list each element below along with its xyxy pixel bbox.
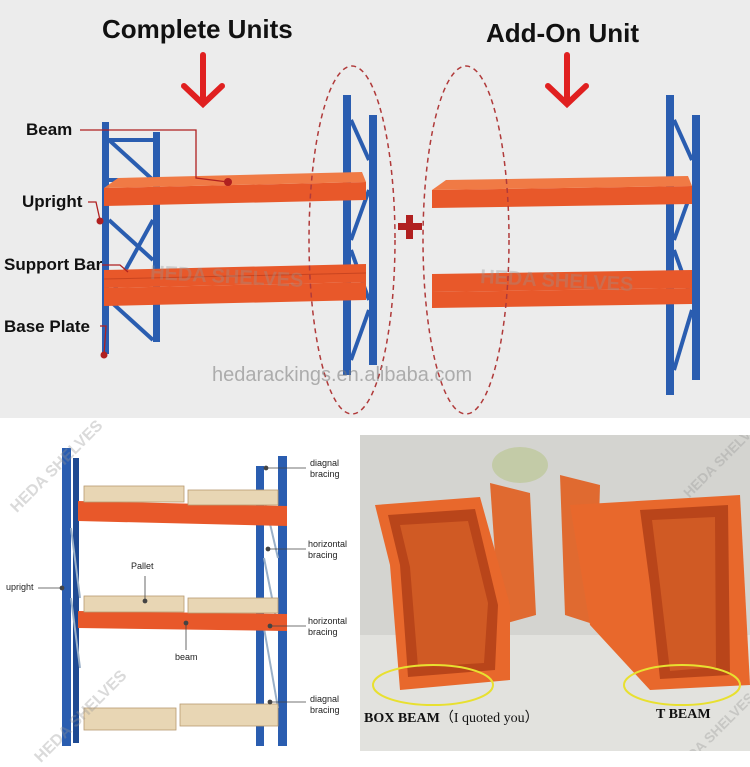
pallet-stack [83,485,279,731]
box-beam-caption: BOX BEAM（I quoted you） [364,707,539,727]
box-beam-highlight-oval [372,664,494,706]
pallet-label: Pallet [131,561,154,571]
support-bar-label: Support Bar [4,255,103,274]
complete-units-title: Complete Units [102,14,293,44]
beam-comparison-photo: BOX BEAM（I quoted you） T BEAM HEDA SHELV… [360,435,750,751]
box-beam-profile [375,483,536,690]
addon-beams [432,176,692,308]
website-watermark: hedarackings.en.alibaba.com [212,364,473,386]
upright-label: Upright [22,192,83,211]
plus-icon [398,215,422,239]
beam-diagram-label: beam [175,652,198,662]
down-arrow-right-icon [545,52,589,109]
box-beam-label: BOX BEAM [364,711,440,726]
addon-upright-frame [666,95,700,395]
t-beam-highlight-oval [623,664,741,706]
shared-frame-dashed-oval [308,65,396,415]
horizontal-bracing-2-label: horizontal bracing [308,616,348,637]
addon-frame-dashed-oval [422,65,510,415]
labeled-rack-drawing [38,448,306,746]
rack-illustration [80,52,700,415]
left-beams [103,172,367,306]
label-pointer-lines [80,129,229,356]
upright-diagram-label: upright [6,582,34,592]
left-upright-frame [102,122,160,354]
base-plate-label: Base Plate [4,317,90,336]
rack-component-diagram: diagnal bracing horizontal bracing horiz… [0,417,360,766]
add-on-unit-title: Add-On Unit [486,18,640,48]
box-beam-note: （I quoted you） [439,711,539,726]
shared-upright-frame [343,95,377,375]
diagonal-bracing-top-label: diagnal bracing [310,458,340,479]
beam-profile-photo [360,435,750,751]
down-arrow-left-icon [181,52,225,109]
horizontal-bracing-1-label: horizontal bracing [308,539,348,560]
complete-vs-addon-panel: Complete Units Add-On Unit [0,0,750,418]
t-beam-profile [560,475,750,690]
t-beam-caption: T BEAM [656,707,711,722]
beam-label: Beam [26,120,73,139]
diagonal-bracing-bottom-label: diagnal bracing [310,694,340,715]
